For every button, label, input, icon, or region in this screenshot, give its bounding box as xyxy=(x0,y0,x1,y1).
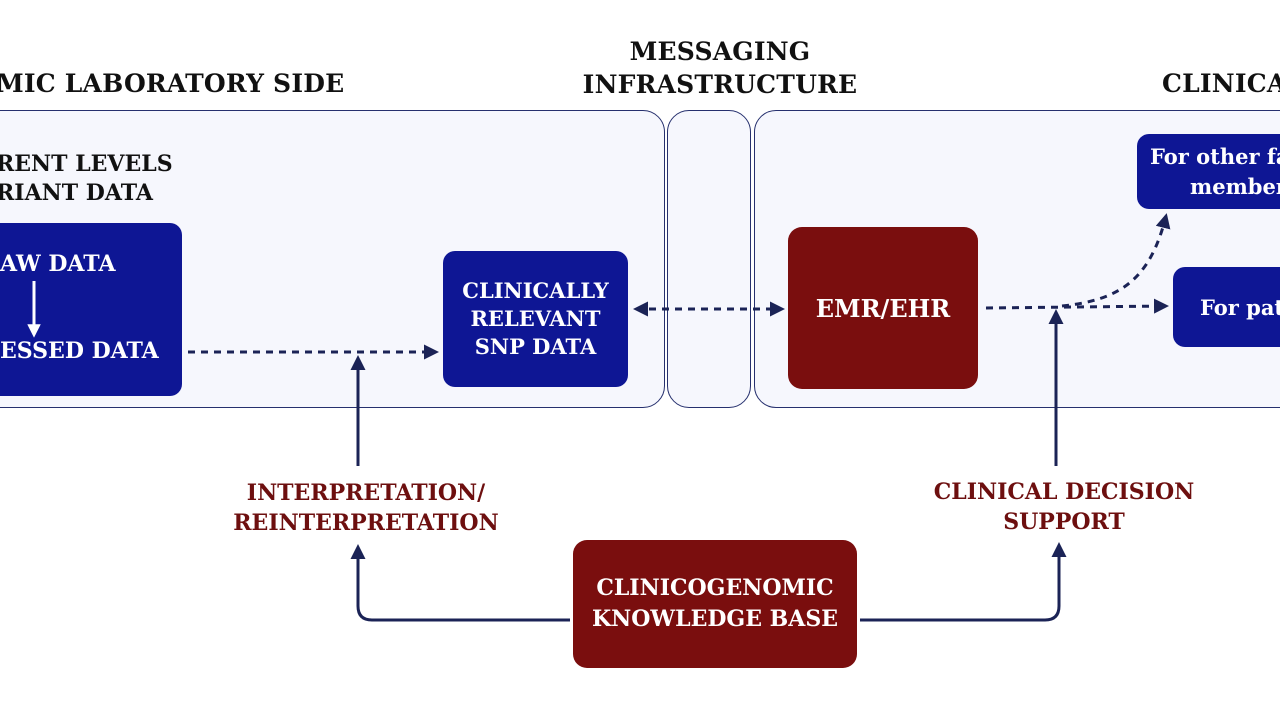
family-members-box: For other fa member xyxy=(1137,134,1280,209)
interpretation-line2: REINTERPRETATION xyxy=(233,510,499,536)
patient-box: For pat xyxy=(1173,267,1280,347)
raw-data-box: AW DATA ESSED DATA xyxy=(0,223,182,396)
clinical-heading: CLINICA xyxy=(1162,69,1280,98)
variant-levels-line1: RENT LEVELS xyxy=(0,151,173,177)
interpretation-label: INTERPRETATION/ REINTERPRETATION xyxy=(216,478,516,538)
patient-label: For pat xyxy=(1200,294,1280,320)
emr-to-patient-arrow xyxy=(985,298,1169,314)
variant-levels-label: RENT LEVELS RIANT DATA xyxy=(0,150,173,208)
decision-line2: SUPPORT xyxy=(1003,509,1125,535)
knowledge-to-interpretation-arrow xyxy=(350,544,570,622)
raw-data-label: AW DATA xyxy=(0,251,116,277)
clinical-decision-support-label: CLINICAL DECISION SUPPORT xyxy=(914,477,1214,537)
messaging-heading: MESSAGING INFRASTRUCTURE xyxy=(560,35,880,101)
knowledge-to-decision-support-arrow xyxy=(860,542,1067,622)
snp-data-box: CLINICALLY RELEVANT SNP DATA xyxy=(443,251,628,387)
family-line2: member xyxy=(1190,173,1280,199)
decision-line1: CLINICAL DECISION xyxy=(933,479,1195,505)
lab-side-heading: MIC LABORATORY SIDE xyxy=(0,69,345,98)
messaging-heading-line1: MESSAGING xyxy=(629,37,811,66)
knowledge-base-line2: KNOWLEDGE BASE xyxy=(592,606,838,632)
knowledge-base-box: CLINICOGENOMIC KNOWLEDGE BASE xyxy=(573,540,857,668)
snp-line1: CLINICALLY xyxy=(462,278,609,303)
snp-line2: RELEVANT xyxy=(470,306,601,331)
knowledge-base-line1: CLINICOGENOMIC xyxy=(596,575,834,601)
interpretation-line1: INTERPRETATION/ xyxy=(246,480,486,506)
emr-ehr-label: EMR/EHR xyxy=(815,293,951,323)
messaging-heading-line2: INFRASTRUCTURE xyxy=(582,70,858,99)
family-line1: For other fa xyxy=(1150,143,1280,169)
snp-line3: SNP DATA xyxy=(474,334,597,359)
emr-ehr-box: EMR/EHR xyxy=(788,227,978,389)
emr-to-family-arrow xyxy=(1061,213,1171,308)
variant-levels-line2: RIANT DATA xyxy=(0,180,153,206)
processed-data-label: ESSED DATA xyxy=(0,338,159,364)
messaging-panel xyxy=(667,110,751,408)
